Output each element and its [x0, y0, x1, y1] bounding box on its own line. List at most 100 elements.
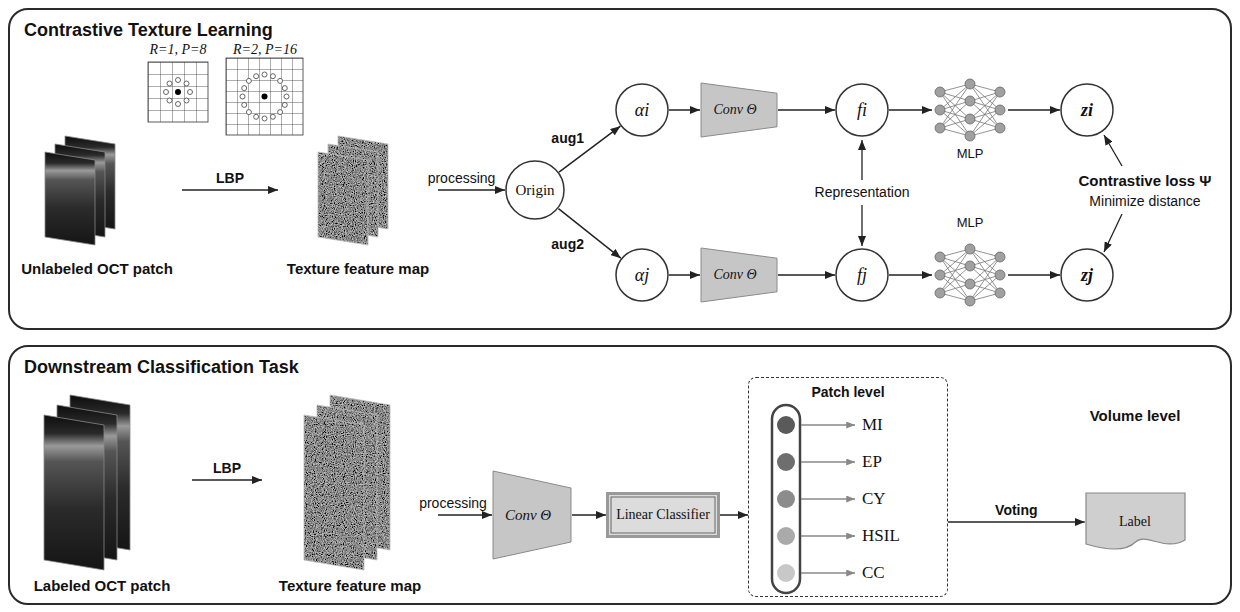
node-text: Conv Θ	[714, 102, 757, 118]
texture-map-stack	[318, 152, 368, 245]
lbp-grid	[176, 102, 181, 107]
lbp-grid	[176, 78, 181, 83]
lbp-grid	[184, 98, 189, 103]
lbp-grid	[242, 102, 247, 107]
document-outline	[1086, 493, 1185, 549]
mlp-illustration	[940, 84, 1000, 136]
lbp-grid	[226, 58, 303, 135]
mlp-illustration	[995, 123, 1005, 133]
node-text: Origin	[515, 182, 554, 199]
mlp-illustration	[935, 87, 945, 97]
mlp-network: MLP	[932, 76, 1008, 162]
circle-outline	[506, 161, 564, 219]
image-stack: Unlabeled OCT patch	[12, 128, 182, 278]
node-text: MLP	[957, 146, 984, 161]
node-text: Texture feature map	[279, 577, 421, 594]
node-text: fi	[857, 100, 867, 121]
circle-outline	[836, 249, 888, 301]
connector	[778, 274, 835, 276]
class-name: CC	[862, 563, 885, 583]
oct-image-stack	[45, 152, 95, 245]
class-name: MI	[862, 415, 883, 435]
box-outline	[608, 494, 719, 537]
patch-score-bar	[801, 572, 855, 574]
node-text: Contrastive Texture Learning	[24, 20, 273, 41]
connector	[889, 109, 932, 111]
annotation-label: R=1, P=8	[150, 42, 207, 58]
lbp-grid	[254, 74, 259, 79]
oct-image-stack	[44, 136, 130, 570]
node-text: αi	[635, 100, 649, 121]
connector	[1008, 274, 1060, 276]
class-name: CY	[862, 489, 886, 509]
connector	[778, 109, 835, 111]
edge-label: aug2	[549, 236, 586, 252]
feature-circle: Origin	[505, 160, 565, 220]
edge-label: processing	[417, 495, 489, 511]
mlp-illustration	[995, 105, 1005, 115]
feature-circle: zi	[1060, 83, 1114, 137]
node-text: Unlabeled OCT patch	[21, 260, 173, 277]
node-text: Conv Θ	[505, 507, 551, 524]
annotation-label: Contrastive loss Ψ	[1078, 172, 1211, 189]
mlp-illustration	[935, 244, 1005, 306]
connector	[889, 274, 932, 276]
node-text: Linear Classifier	[616, 507, 710, 523]
patch-score-bar	[801, 498, 855, 500]
texture-map-stack	[304, 415, 364, 570]
patch-score-bar	[772, 405, 855, 593]
lbp-grid	[278, 110, 283, 115]
lbp-grid	[167, 81, 172, 86]
connector	[948, 521, 1085, 523]
node-text: Labeled OCT patch	[34, 577, 171, 594]
lbp-grid	[262, 72, 267, 77]
patch-group: Patch level	[748, 377, 948, 597]
connector	[438, 189, 505, 191]
lbp-grid	[262, 94, 268, 100]
node-text: Patch level	[811, 384, 884, 400]
texture-map-stack	[318, 152, 368, 245]
patch-score-bar	[777, 416, 795, 434]
lbp-grid	[240, 72, 289, 121]
connector	[1008, 109, 1060, 111]
class-name: HSIL	[862, 526, 900, 546]
pointer-arrow	[861, 205, 862, 246]
mlp-network: MLP	[932, 212, 1008, 310]
node-text: Downstream Classification Task	[24, 357, 299, 378]
connector	[720, 514, 748, 516]
trapezoid-outline	[701, 248, 777, 302]
circle-outline	[616, 84, 668, 136]
pointer-arrow	[1104, 135, 1122, 166]
panel-band: Downstream Classification TaskLabeled OC…	[8, 345, 1232, 605]
texture-map-stack	[304, 136, 390, 570]
annotation-label: Representation	[815, 184, 910, 200]
mlp-illustration	[965, 96, 975, 106]
feature-circle: zj	[1060, 248, 1114, 302]
lbp-grid	[167, 98, 172, 103]
feature-circle: fi	[835, 83, 889, 137]
patch-score-bar	[801, 425, 855, 573]
image-stack: Labeled OCT patch	[12, 385, 192, 597]
mlp-illustration	[965, 131, 975, 141]
mlp-illustration	[935, 79, 1005, 141]
circle-outline	[1061, 249, 1113, 301]
pointer-arrow	[1104, 214, 1122, 252]
lbp-grid	[188, 90, 193, 95]
image-stack: Texture feature map	[262, 385, 438, 597]
mlp-illustration	[995, 87, 1005, 97]
patch-score-bar	[772, 405, 800, 593]
lbp-grid	[184, 81, 189, 86]
patch-score-bar	[801, 461, 855, 463]
edge-label: LBP	[211, 460, 243, 476]
lbp-grid	[278, 78, 283, 83]
node-text: Label	[1119, 514, 1151, 530]
texture-map-stack	[304, 415, 364, 570]
connector	[182, 189, 278, 191]
lbp-grid	[164, 90, 169, 95]
edge-label: processing	[426, 170, 498, 186]
node-text: zj	[1081, 265, 1093, 286]
patch-score-bar	[801, 535, 855, 537]
node-text: MLP	[957, 215, 984, 230]
